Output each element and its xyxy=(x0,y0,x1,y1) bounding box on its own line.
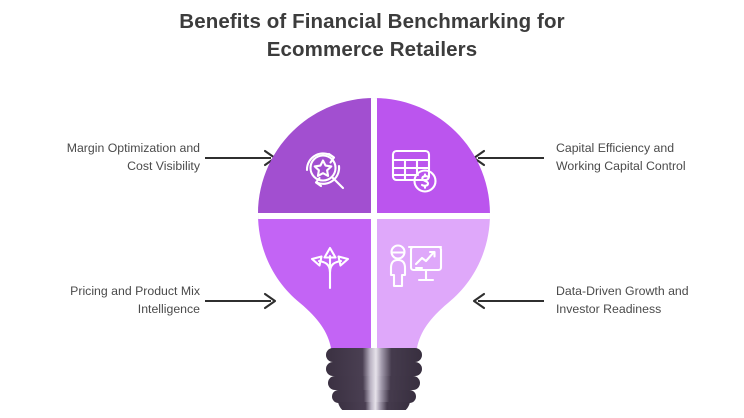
label-pricing-product-mix-line-1: Pricing and Product Mix xyxy=(70,284,200,298)
label-capital-efficiency-line-2: Working Capital Control xyxy=(556,159,686,173)
page-title-line-2: Ecommerce Retailers xyxy=(266,38,478,61)
page-title: Benefits of Financial Benchmarking for E… xyxy=(0,8,744,64)
label-margin-optimization-line-2: Cost Visibility xyxy=(127,159,200,173)
label-margin-optimization: Margin Optimization and Cost Visibility xyxy=(10,139,200,175)
label-pricing-product-mix: Pricing and Product Mix Intelligence xyxy=(10,282,200,318)
quadrant-top-right xyxy=(374,98,490,216)
quadrant-top-left xyxy=(258,98,374,216)
label-pricing-product-mix-line-2: Intelligence xyxy=(137,302,200,316)
divider-vertical xyxy=(371,98,377,350)
arrow-left-bottom-right-icon xyxy=(472,292,544,310)
page-title-line-1: Benefits of Financial Benchmarking for xyxy=(179,10,565,33)
label-margin-optimization-line-1: Margin Optimization and xyxy=(66,141,200,155)
label-data-driven-growth: Data-Driven Growth and Investor Readines… xyxy=(556,282,744,318)
label-capital-efficiency-line-1: Capital Efficiency and xyxy=(556,141,675,155)
label-data-driven-growth-line-2: Investor Readiness xyxy=(556,302,662,316)
divider-horizontal xyxy=(258,213,490,219)
lightbulb-diagram xyxy=(258,98,490,410)
arrow-right-bottom-left-icon xyxy=(205,292,277,310)
label-data-driven-growth-line-1: Data-Driven Growth and xyxy=(556,284,689,298)
bulb-base xyxy=(326,348,422,410)
label-capital-efficiency: Capital Efficiency and Working Capital C… xyxy=(556,139,744,175)
